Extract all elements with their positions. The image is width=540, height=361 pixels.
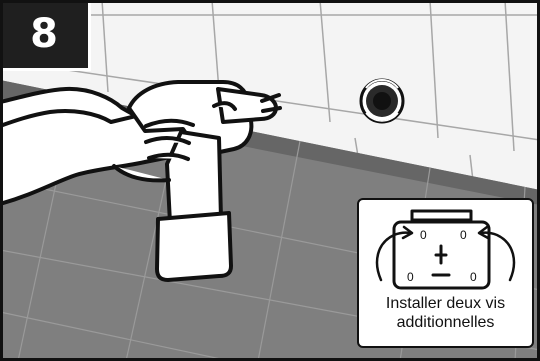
caption-line-1: Installer deux vis: [367, 294, 524, 313]
callout-caption: Installer deux vis additionnelles: [367, 294, 524, 332]
screw-label-top-left: 0: [420, 228, 427, 242]
screw-label-top-right: 0: [460, 228, 467, 242]
step-number-badge: 8: [0, 0, 91, 71]
step-number: 8: [30, 14, 58, 54]
screw-callout: 0 0 0 0 Installer deux vis additionnelle…: [357, 198, 534, 348]
screw-label-bottom-left: 0: [407, 270, 414, 284]
screw-label-bottom-right: 0: [470, 270, 477, 284]
pipe-outlet-icon: [361, 80, 403, 122]
caption-line-2: additionnelles: [367, 313, 524, 332]
